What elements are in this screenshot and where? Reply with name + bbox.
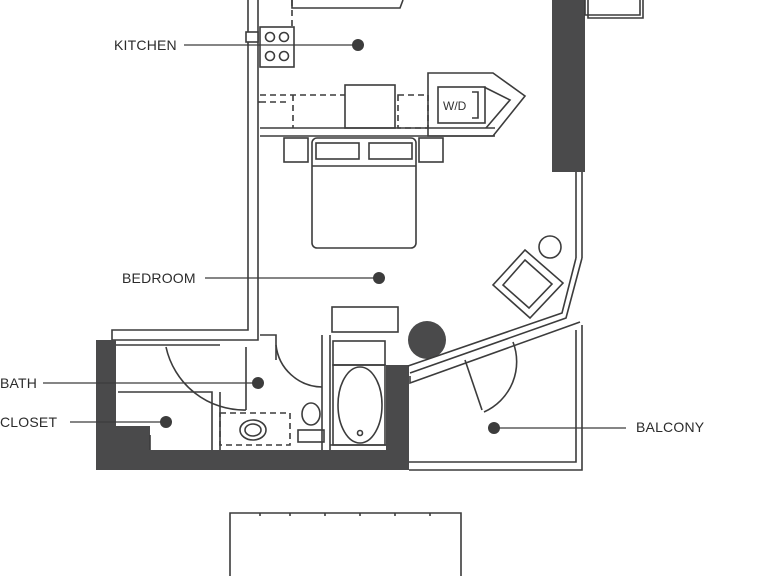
bath-dot bbox=[252, 377, 264, 389]
lower-outline bbox=[229, 512, 462, 576]
balcony-dot bbox=[488, 422, 500, 434]
kitchen-area bbox=[258, 0, 495, 137]
corridor-wall bbox=[111, 0, 259, 341]
kitchen-dot bbox=[352, 39, 364, 51]
kitchen-label: KITCHEN bbox=[114, 37, 177, 53]
dresser bbox=[331, 306, 399, 333]
closet-dot bbox=[160, 416, 172, 428]
washer-dryer bbox=[427, 72, 527, 137]
washer-dryer-label: W/D bbox=[443, 99, 467, 113]
armchair bbox=[491, 235, 565, 320]
bedroom-dot bbox=[373, 272, 385, 284]
leader-lines bbox=[43, 44, 626, 429]
bed bbox=[283, 137, 444, 249]
bath-walls bbox=[96, 340, 409, 470]
balcony-area bbox=[407, 257, 583, 471]
bath-label: BATH bbox=[0, 375, 38, 391]
exterior-wall-right bbox=[552, 0, 585, 172]
balcony-label: BALCONY bbox=[636, 419, 705, 435]
closet-label: CLOSET bbox=[0, 414, 58, 430]
bath-fixtures bbox=[116, 334, 386, 450]
round-table bbox=[408, 321, 446, 359]
bedroom-label: BEDROOM bbox=[122, 270, 196, 286]
